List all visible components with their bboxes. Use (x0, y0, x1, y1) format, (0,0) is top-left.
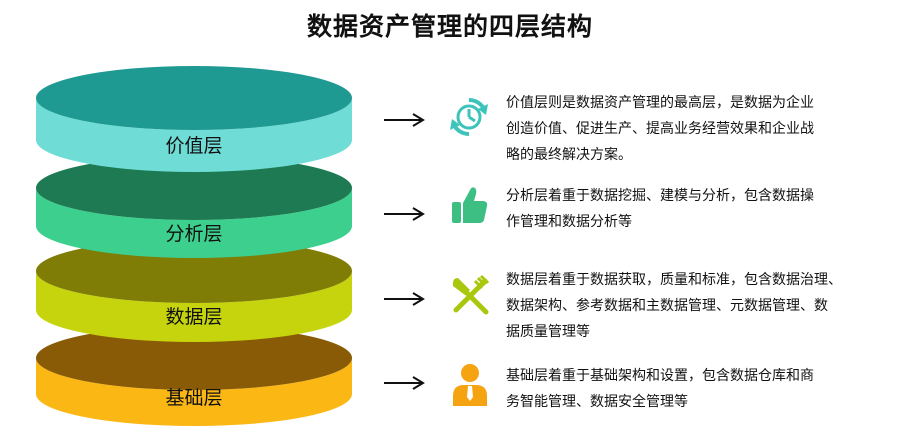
value-layer-side (36, 98, 352, 172)
base-layer-disc (36, 326, 352, 426)
description-line: 作管理和数据分析等 (506, 214, 632, 230)
description-line: 据质量管理等 (506, 324, 590, 340)
data-layer-top (36, 239, 352, 303)
value-layer-disc (36, 66, 352, 172)
arrow-icon (384, 207, 425, 221)
layer-description-analysis: 分析层着重于数据挖掘、建模与分析，包含数据操 作管理和数据分析等 (506, 183, 886, 235)
page-title: 数据资产管理的四层结构 (306, 12, 593, 41)
description-line: 数据架构、参考数据和主数据管理、元数据管理、数 (506, 298, 828, 314)
analysis-layer-top (36, 156, 352, 220)
arrow-icon (384, 376, 425, 390)
base-layer-side (36, 358, 352, 426)
value-layer-top (36, 66, 352, 130)
analysis-layer-disc (36, 156, 352, 258)
arrow-icon (384, 113, 425, 127)
fork-knife-icon (452, 274, 490, 315)
layer-description-value: 价值层则是数据资产管理的最高层，是数据为企业 创造价值、促进生产、提高业务经营效… (506, 90, 876, 168)
description-line: 务智能管理、数据安全管理等 (506, 394, 688, 410)
description-line: 略的最终解决方案。 (506, 147, 632, 163)
layer-description-data: 数据层着重于数据获取，质量和标准，包含数据治理、 数据架构、参考数据和主数据管理… (506, 267, 890, 345)
description-line: 创造价值、促进生产、提高业务经营效果和企业战 (506, 121, 814, 137)
data-layer-side (36, 271, 352, 342)
layer-label-base: 基础层 (165, 387, 223, 409)
analysis-layer-side (36, 188, 352, 258)
thumbs-up-icon (452, 187, 488, 223)
refresh-clock-icon (450, 97, 488, 137)
data-layer-disc (36, 239, 352, 342)
description-line: 数据层着重于数据获取，质量和标准，包含数据治理、 (506, 272, 842, 288)
layer-label-data: 数据层 (165, 306, 223, 328)
description-line: 基础层着重于基础架构和设置，包含数据仓库和商 (506, 368, 814, 384)
user-icon (453, 364, 487, 406)
layer-description-base: 基础层着重于基础架构和设置，包含数据仓库和商 务智能管理、数据安全管理等 (506, 363, 876, 415)
arrow-icon (384, 292, 425, 306)
base-layer-top (36, 326, 352, 390)
description-line: 分析层着重于数据挖掘、建模与分析，包含数据操 (506, 188, 814, 204)
layer-label-value: 价值层 (165, 135, 223, 157)
description-line: 价值层则是数据资产管理的最高层，是数据为企业 (506, 95, 814, 111)
layer-label-analysis: 分析层 (165, 223, 223, 245)
